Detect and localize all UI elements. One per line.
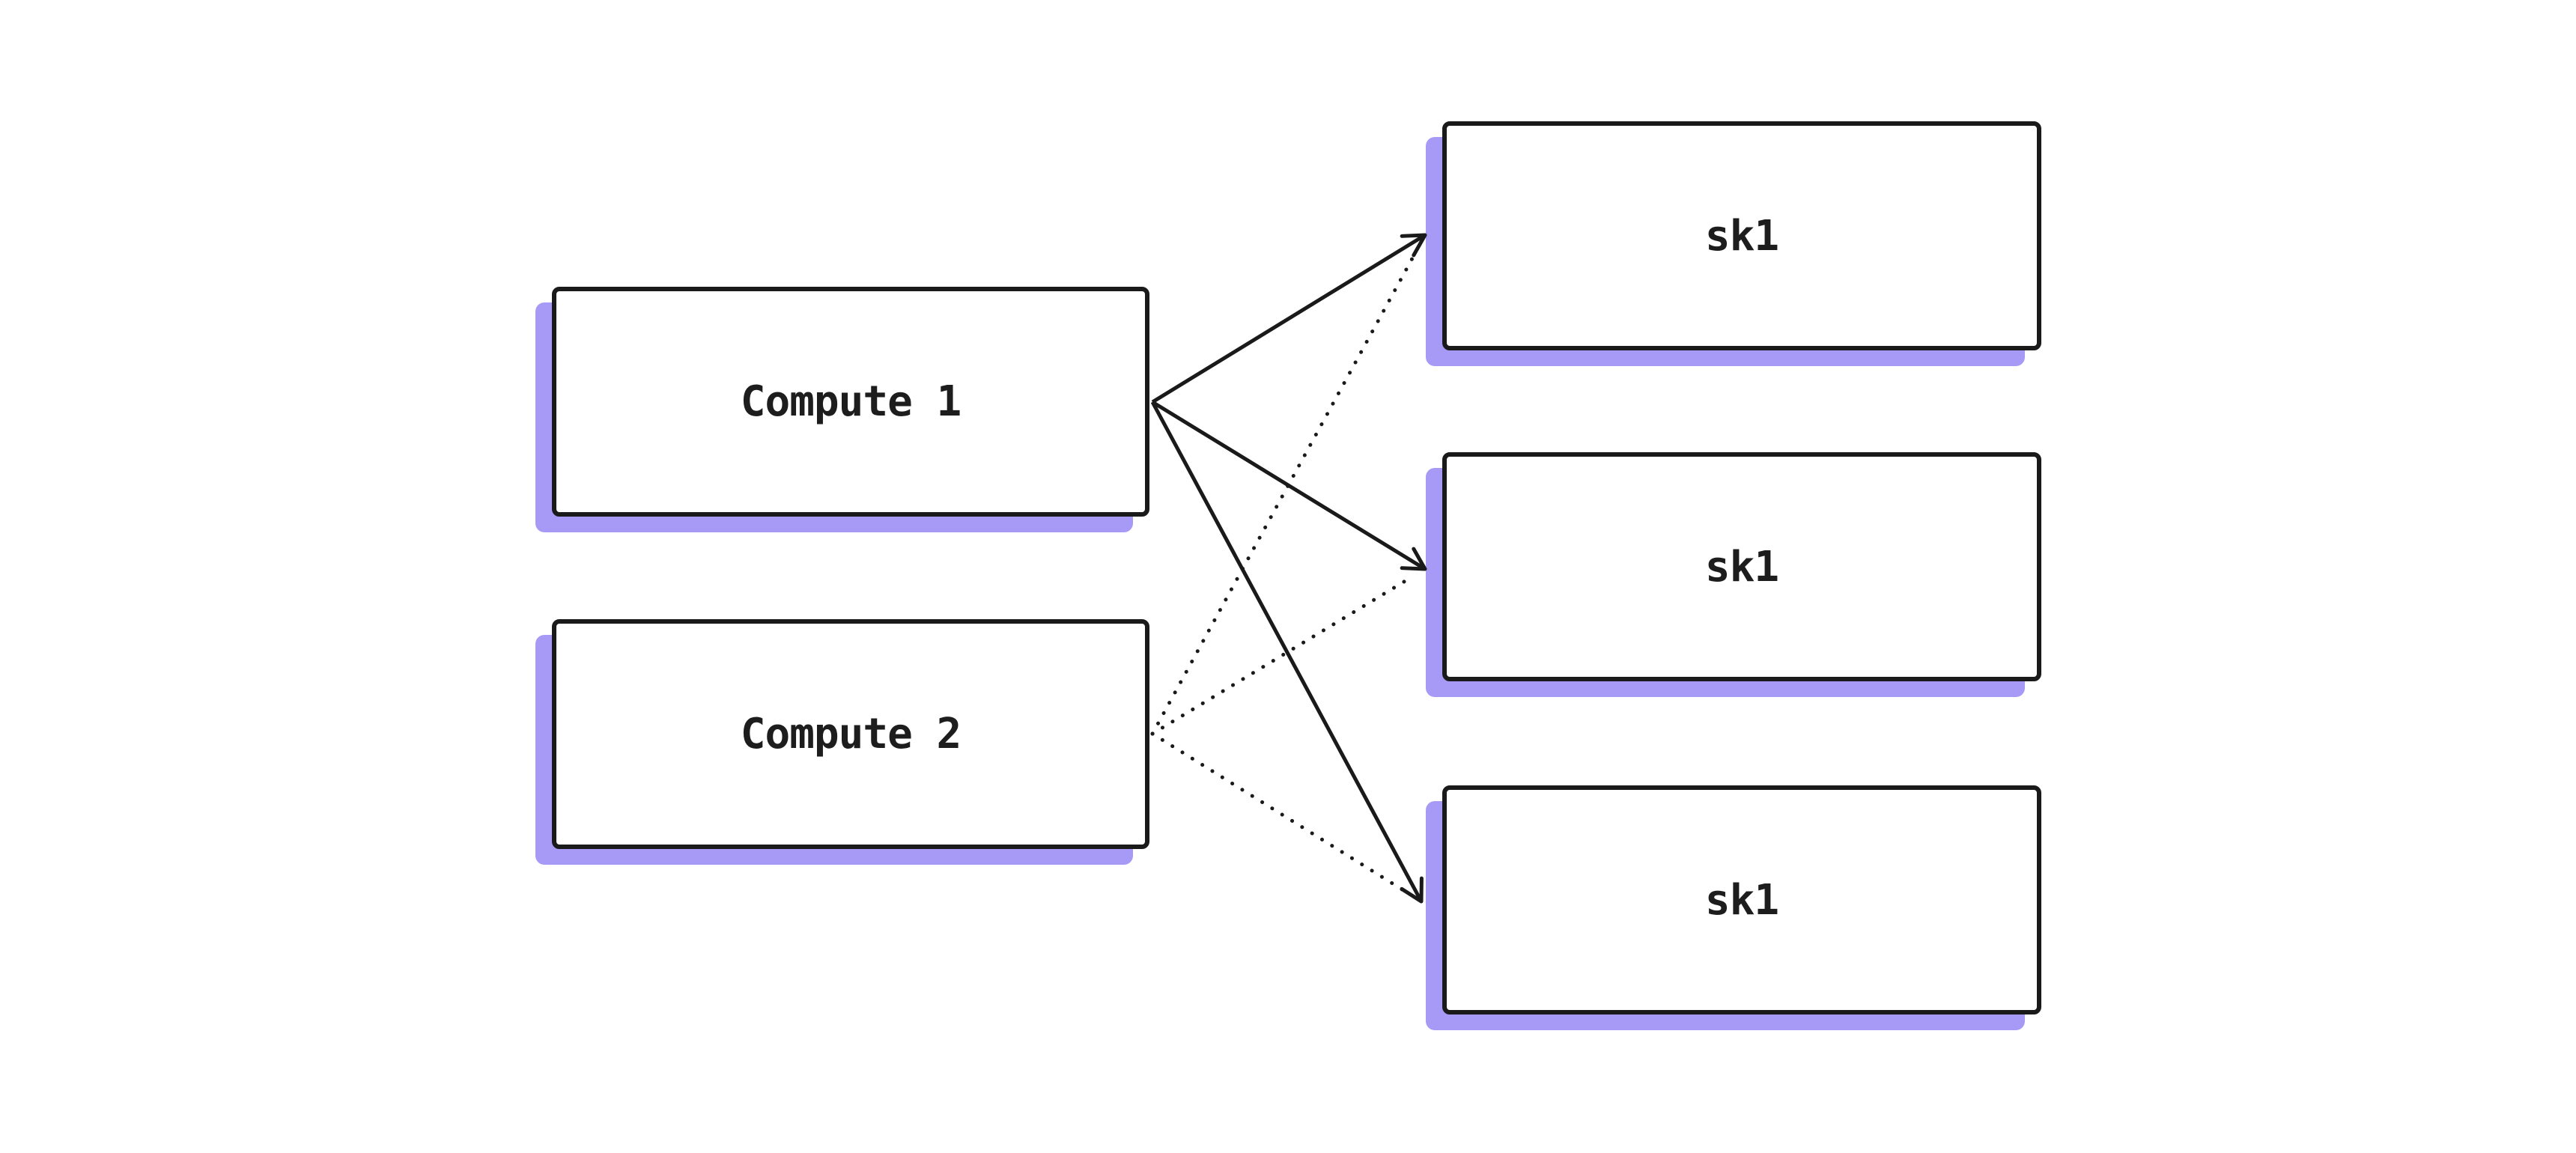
edge-compute2-sk1-top [1150,249,1418,736]
node-box: sk1 [1442,452,2041,681]
node-label: Compute 1 [740,377,962,426]
node-sk1-middle[interactable]: sk1 [1426,452,2041,697]
node-box: Compute 2 [552,619,1149,849]
node-label: sk1 [1704,542,1779,591]
node-box: Compute 1 [552,287,1149,517]
edge-compute2-sk1-bottom [1150,731,1409,894]
node-sk1-bottom[interactable]: sk1 [1426,785,2041,1030]
node-sk1-top[interactable]: sk1 [1426,121,2041,366]
node-box: sk1 [1442,785,2041,1014]
edge-compute1-sk1-middle [1151,400,1427,571]
node-compute-1[interactable]: Compute 1 [535,287,1149,532]
node-compute-2[interactable]: Compute 2 [535,619,1149,865]
node-box: sk1 [1442,121,2041,350]
node-label: sk1 [1704,875,1779,925]
node-label: sk1 [1704,211,1779,261]
edge-compute1-sk1-bottom [1150,401,1424,904]
edge-compute2-sk1-middle [1150,576,1412,736]
node-label: Compute 2 [740,710,962,758]
edge-compute1-sk1-top [1151,233,1427,404]
